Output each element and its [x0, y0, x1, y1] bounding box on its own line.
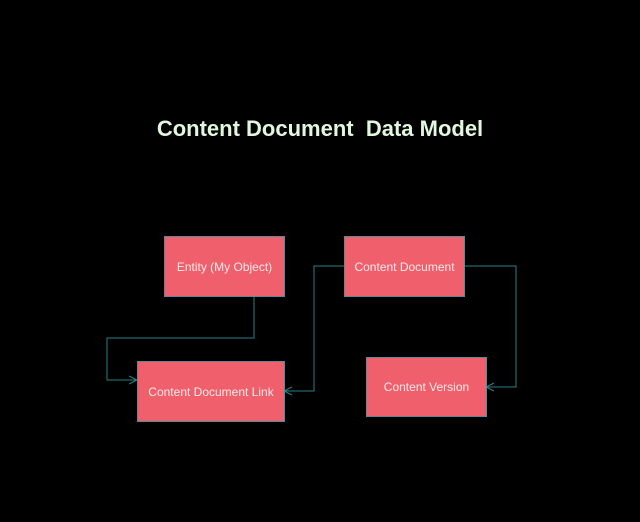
- entity-label: Content Version: [383, 380, 470, 394]
- entity-label: Entity (My Object): [176, 259, 273, 274]
- entity-box-content-version[interactable]: Content Version: [366, 357, 487, 417]
- connector-entity-to-link: [106, 296, 255, 381]
- connector-document-to-version: [464, 265, 517, 388]
- crowsfoot-icon: [283, 386, 293, 396]
- crowsfoot-icon: [485, 382, 495, 392]
- entity-label: Content Document Link: [148, 384, 274, 399]
- crowsfoot-icon: [128, 375, 138, 385]
- entity-box-entity[interactable]: Entity (My Object): [164, 236, 285, 297]
- diagram-title: Content Document Data Model: [156, 116, 484, 141]
- entity-box-content-document-link[interactable]: Content Document Link: [137, 361, 285, 422]
- entity-box-content-document[interactable]: Content Document: [344, 236, 465, 297]
- entity-label: Content Document: [354, 259, 455, 274]
- connector-document-to-link: [284, 265, 344, 392]
